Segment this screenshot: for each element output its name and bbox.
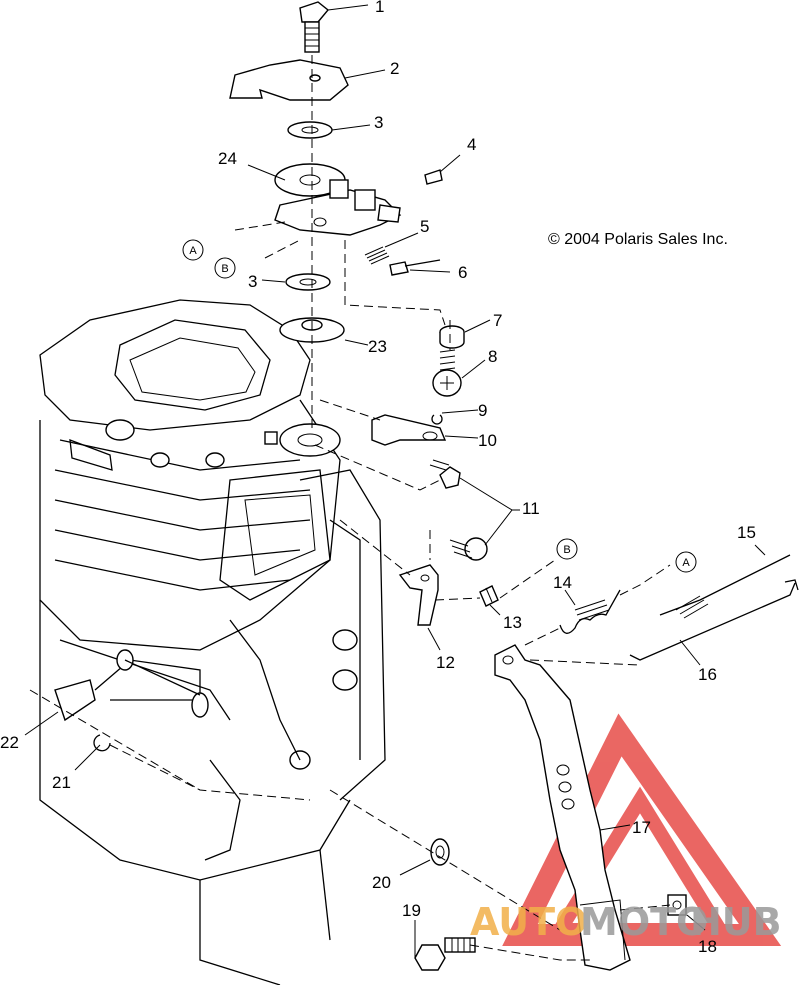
adjuster-screw-part (432, 349, 462, 397)
part-numbers: 1 2 3 24 4 5 6 3 23 7 8 9 10 11 12 13 14… (0, 0, 756, 956)
svg-text:B: B (221, 263, 228, 275)
washer-lower-hole (299, 278, 317, 286)
part-label: 17 (632, 818, 651, 837)
adjuster-nut-part (479, 585, 499, 607)
screw-part (424, 169, 443, 185)
part-label: 14 (553, 573, 572, 592)
shoulder-bolt-part (414, 937, 476, 971)
washer-lower-part (285, 273, 331, 291)
copyright-text: © 2004 Polaris Sales Inc. (548, 231, 728, 248)
part-label: 1 (375, 0, 384, 16)
part-label: 4 (467, 135, 476, 154)
part-label: 3 (374, 113, 383, 132)
callout-b-top: B (214, 257, 236, 279)
svg-text:A: A (189, 245, 197, 257)
part-label: 2 (390, 59, 399, 78)
bolt-medium-part (449, 537, 488, 561)
brake-arm-part (494, 644, 631, 971)
part-label: 20 (372, 873, 391, 892)
part-label: 8 (488, 347, 497, 366)
watermark-text: AUTO MOTO HUB (470, 900, 782, 944)
washer-hole (301, 126, 319, 134)
part-label: 16 (698, 665, 717, 684)
part-label: 3 (248, 272, 257, 291)
return-spring-part (559, 589, 621, 634)
part-label: 11 (522, 499, 540, 518)
clip-part (93, 734, 111, 752)
bolt-small-part (429, 459, 461, 489)
part-label: 18 (698, 937, 717, 956)
bolt-part (299, 1, 329, 53)
svg-text:AUTO: AUTO (470, 900, 587, 944)
mount-bracket-part (398, 564, 439, 626)
callout-a-right: A (675, 551, 697, 573)
brake-rod-part (629, 554, 799, 661)
part-label: 13 (503, 613, 522, 632)
bracket-plate-part (229, 59, 349, 101)
pin-part (389, 259, 441, 276)
center-lines (29, 55, 671, 961)
caliper-assembly (274, 163, 402, 236)
bushing-part (439, 325, 465, 349)
engine-block (39, 299, 386, 985)
part-label: 12 (436, 653, 455, 672)
svg-text:A: A (682, 557, 690, 569)
part-label: 9 (478, 401, 487, 420)
brake-pedal (54, 649, 209, 722)
c-clip-part (431, 414, 443, 425)
svg-text:B: B (563, 544, 570, 556)
brake-drum (264, 423, 341, 457)
callout-b-right: B (556, 538, 578, 560)
washer-thin-part (430, 838, 450, 866)
washer-part (287, 121, 333, 139)
part-label: 24 (218, 149, 237, 168)
part-label: 7 (493, 311, 502, 330)
svg-text:HUB: HUB (690, 900, 782, 944)
leader-lines (24, 4, 766, 958)
part-label: 21 (52, 773, 71, 792)
part-label: 23 (368, 337, 387, 356)
part-label: 5 (420, 217, 429, 236)
part-label: 6 (458, 263, 467, 282)
lever-bracket-part (371, 414, 447, 446)
part-label: 10 (478, 431, 497, 450)
part-label: 22 (0, 733, 19, 752)
callout-a-top: A (182, 239, 204, 261)
svg-text:MOTO: MOTO (580, 900, 708, 944)
part-label: 15 (737, 523, 756, 542)
part-label: 19 (402, 901, 421, 920)
spring-part (364, 246, 390, 265)
